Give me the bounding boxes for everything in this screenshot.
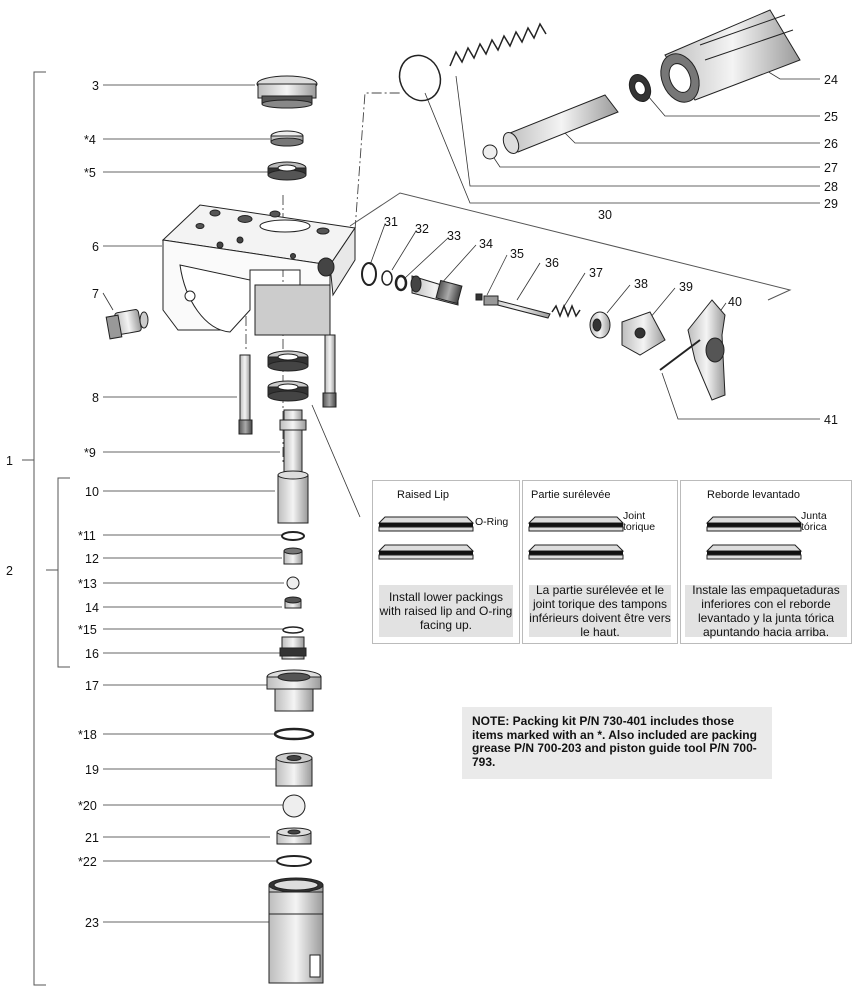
callout-18: *18 xyxy=(78,728,97,742)
part-29-oring xyxy=(398,54,442,102)
callout-3: 3 xyxy=(92,79,99,93)
parts-31-41 xyxy=(361,262,726,401)
inset-english-oring-label: O-Ring xyxy=(475,516,509,528)
part-28-spring xyxy=(449,22,547,67)
callout-14: 14 xyxy=(85,601,99,615)
callout-37: 37 xyxy=(589,266,603,280)
callout-11: *11 xyxy=(78,529,96,543)
inset-english-caption: Install lower packings with raised lip a… xyxy=(379,585,513,637)
callout-4: *4 xyxy=(84,133,96,147)
callout-33: 33 xyxy=(447,229,461,243)
inset-french-title: Partie surélevée xyxy=(531,489,611,501)
callout-2: 2 xyxy=(6,564,13,578)
parts-11-16 xyxy=(279,531,307,660)
callout-6: 6 xyxy=(92,240,99,254)
callout-17: 17 xyxy=(85,679,99,693)
inset-french-caption: La partie surélevée et le joint torique … xyxy=(529,583,671,639)
part-5-packing xyxy=(267,161,307,181)
callout-10: 10 xyxy=(85,485,99,499)
callout-40: 40 xyxy=(728,295,742,309)
callout-26: 26 xyxy=(824,137,838,151)
callout-labels: 1 2 3 *4 *5 6 7 8 *9 10 *11 12 *13 14 *1… xyxy=(6,73,838,930)
part-8-bolts xyxy=(238,334,337,435)
inset-french: Partie surélevée Joint torique La partie… xyxy=(522,480,678,644)
callout-19: 19 xyxy=(85,763,99,777)
inset-spanish-oring-label: Junta tórica xyxy=(801,510,827,533)
part-19-valve-seat xyxy=(275,752,313,787)
assembly-bracket-2 xyxy=(46,477,70,668)
callout-30: 30 xyxy=(598,208,612,222)
callout-34: 34 xyxy=(479,237,493,251)
assembly-bracket-30 xyxy=(349,192,792,301)
callout-21: 21 xyxy=(85,831,99,845)
callout-28: 28 xyxy=(824,180,838,194)
inset-spanish-title: Reborde levantado xyxy=(707,489,800,501)
callout-5: *5 xyxy=(84,166,96,180)
callout-24: 24 xyxy=(824,73,838,87)
assembly-bracket-1 xyxy=(22,71,46,986)
callout-16: 16 xyxy=(85,647,99,661)
inset-english: Raised Lip O-Ring Install lower packings… xyxy=(372,480,520,644)
callout-32: 32 xyxy=(415,222,429,236)
callout-27: 27 xyxy=(824,161,838,175)
part-4-seal xyxy=(270,130,304,147)
inset-french-oring-label: Joint torique xyxy=(623,510,656,533)
callout-39: 39 xyxy=(679,280,693,294)
callout-25: 25 xyxy=(824,110,838,124)
part-18-oring xyxy=(273,727,315,741)
part-21-seat xyxy=(276,827,312,845)
part-17-housing xyxy=(266,669,322,712)
inset-spanish-caption: Instale las empaquetaduras inferiores co… xyxy=(685,583,847,639)
callout-15: *15 xyxy=(78,623,97,637)
callout-9: *9 xyxy=(84,446,96,460)
part-26-tube xyxy=(502,94,619,155)
callout-22: *22 xyxy=(78,855,97,869)
part-7-fitting xyxy=(105,309,149,340)
callout-29: 29 xyxy=(824,197,838,211)
part-6-pump-block xyxy=(161,204,356,336)
part-20-ball xyxy=(282,794,306,818)
packing-illustration xyxy=(377,516,475,560)
inset-spanish: Reborde levantado Junta tórica Instale l… xyxy=(680,480,852,644)
packing-kit-note: NOTE: Packing kit P/N 730-401 includes t… xyxy=(462,707,772,779)
callout-20: *20 xyxy=(78,799,97,813)
part-9-packings xyxy=(267,350,309,402)
callout-12: 12 xyxy=(85,552,99,566)
callout-13: *13 xyxy=(78,577,97,591)
callout-36: 36 xyxy=(545,256,559,270)
callout-23: 23 xyxy=(85,916,99,930)
inset-english-title: Raised Lip xyxy=(397,489,449,501)
callout-31: 31 xyxy=(384,215,398,229)
callout-38: 38 xyxy=(634,277,648,291)
callout-41: 41 xyxy=(824,413,838,427)
part-25-nut xyxy=(628,73,652,103)
part-10-piston-rod xyxy=(277,409,309,524)
part-23-foot-valve-housing xyxy=(268,877,324,984)
part-22-oring xyxy=(276,855,312,867)
callout-35: 35 xyxy=(510,247,524,261)
packing-illustration xyxy=(705,516,803,560)
callout-1: 1 xyxy=(6,454,13,468)
part-3-cap xyxy=(256,75,318,109)
packing-kit-note-text: NOTE: Packing kit P/N 730-401 includes t… xyxy=(472,714,757,769)
packing-illustration xyxy=(527,516,625,560)
part-24-handle-cover xyxy=(660,9,801,103)
callout-8: 8 xyxy=(92,391,99,405)
part-27-washer xyxy=(482,144,498,160)
callout-7: 7 xyxy=(92,287,99,301)
